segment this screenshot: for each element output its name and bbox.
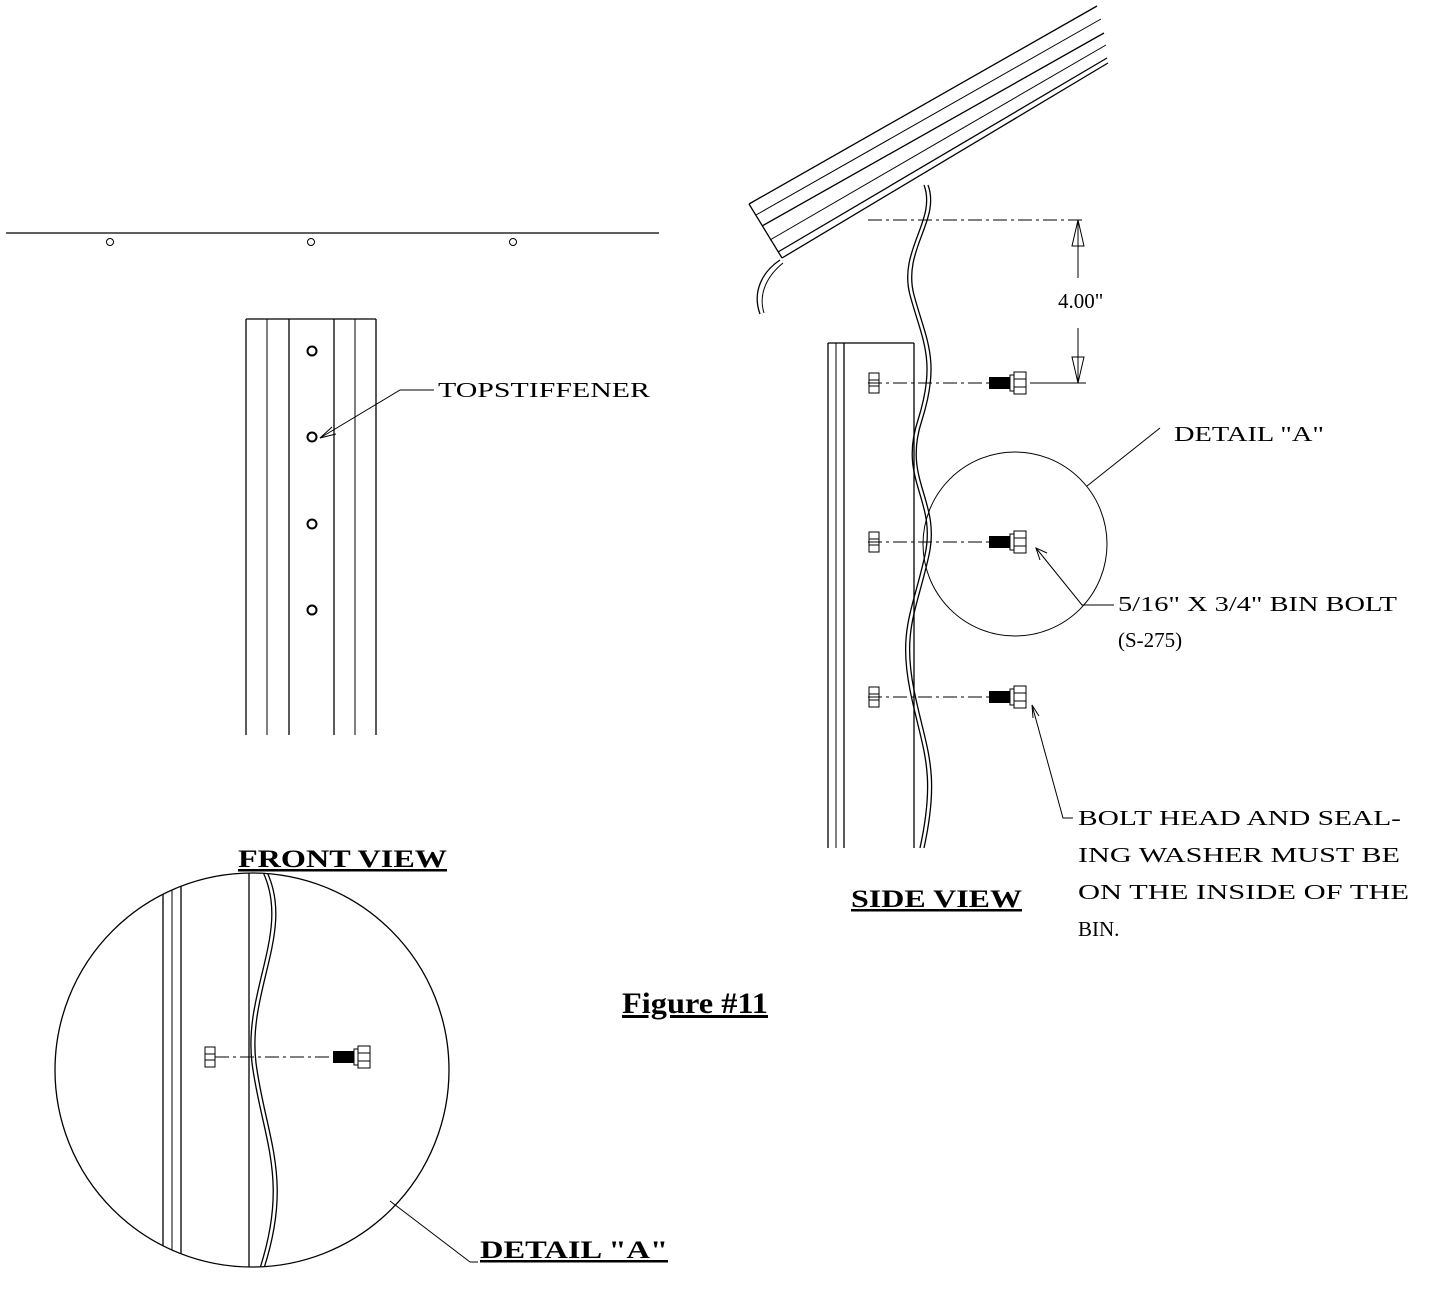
- bolt-row-2: [868, 530, 1027, 554]
- stiffener-front: [245, 318, 377, 735]
- roof-hole: [106, 238, 114, 246]
- detail-a-view: DETAIL "A": [54, 872, 668, 1268]
- stiffener-hole: [306, 345, 318, 357]
- side-view-title: SIDE VIEW: [851, 886, 1022, 913]
- front-view: TOPSTIFFENER FRONT VIEW: [6, 232, 659, 873]
- bin-bolt-label: 5/16" X 3/4" BIN BOLT: [1118, 592, 1397, 616]
- detail-a-leader: [1086, 427, 1161, 487]
- bin-bolt-leader: [1035, 547, 1114, 606]
- bin-bolt-part-number: (S-275): [1118, 628, 1182, 652]
- bolt-icon: [988, 371, 1027, 395]
- top-stiffener-label: TOPSTIFFENER: [438, 378, 650, 402]
- bolt-row-3: [868, 685, 1027, 709]
- side-stiffener: [827, 342, 915, 848]
- note-leader: [1031, 704, 1073, 819]
- bolt-icon: [988, 685, 1027, 709]
- front-view-title: FRONT VIEW: [238, 846, 447, 873]
- stiffener-hole: [306, 431, 318, 443]
- top-stiffener-leader: [319, 389, 434, 439]
- nut-icon: [204, 1046, 216, 1068]
- roof-hole: [509, 238, 517, 246]
- note-line-3: ON THE INSIDE OF THE: [1078, 880, 1409, 904]
- side-view: 4.00" DETAIL "A" 5/16" X 3/4" BIN BOLT (…: [748, 5, 1409, 941]
- detail-a-circle: [922, 451, 1108, 637]
- bolt-row-1: [868, 371, 1027, 395]
- roof-lip: [756, 259, 781, 315]
- detail-a-title-leader: [389, 1200, 471, 1263]
- stiffener-hole: [306, 518, 318, 530]
- bin-wall-sheet: [904, 184, 933, 849]
- bolt-icon: [988, 530, 1027, 554]
- roof-hole: [307, 238, 315, 246]
- detail-a-callout: DETAIL "A": [1174, 422, 1324, 446]
- figure-title: Figure #11: [622, 987, 768, 1020]
- stiffener-hole: [306, 604, 318, 616]
- detail-a-title: DETAIL "A": [480, 1237, 668, 1264]
- dimension-label: 4.00": [1058, 289, 1103, 313]
- detail-a-enlarged-circle: [54, 872, 450, 1268]
- bolt-icon: [332, 1045, 371, 1069]
- note-line-4: BIN.: [1078, 917, 1119, 941]
- note-line-2: ING WASHER MUST BE: [1078, 843, 1400, 867]
- dimension-4in: [868, 219, 1086, 384]
- note-line-1: BOLT HEAD AND SEAL-: [1078, 806, 1401, 830]
- roof-panel: [748, 5, 1109, 315]
